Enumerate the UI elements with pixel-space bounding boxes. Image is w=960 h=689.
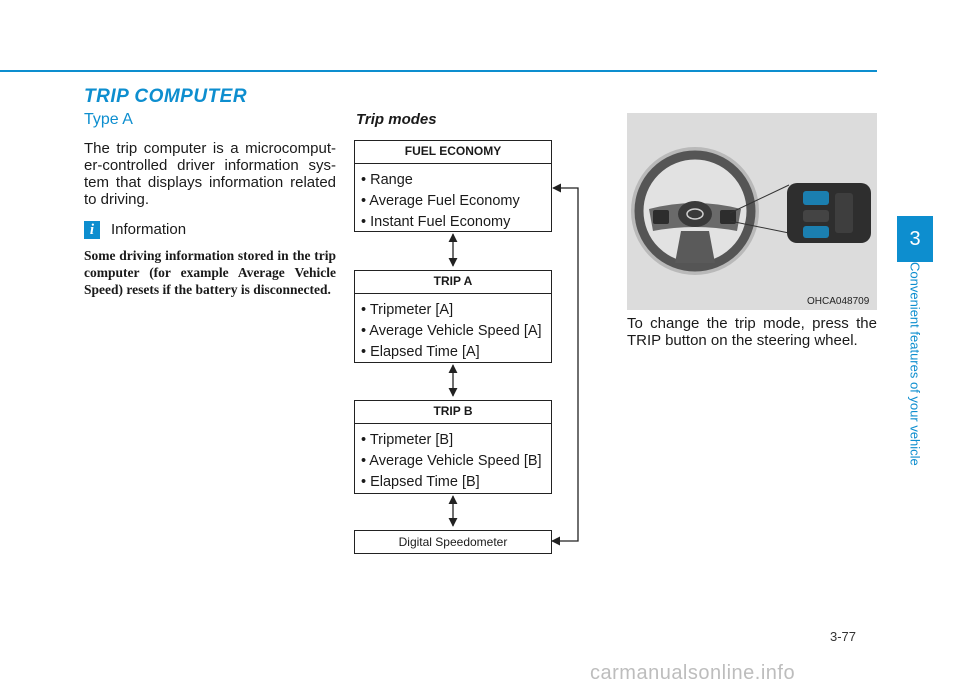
list-item: • Instant Fuel Economy <box>361 214 511 230</box>
list-item: • Elapsed Time [B] <box>361 474 480 490</box>
list-item: • Range <box>361 172 413 188</box>
trip-b-list: • Tripmeter [B] • Average Vehicle Speed … <box>355 424 551 499</box>
info-icon: i <box>84 221 100 239</box>
list-item: • Average Fuel Economy <box>361 193 520 209</box>
info-heading: Information <box>111 221 187 238</box>
header-rule <box>0 70 877 72</box>
photo-code: OHCA048709 <box>807 296 870 307</box>
list-item: • Average Vehicle Speed [A] <box>361 323 542 339</box>
watermark: carmanualsonline.info <box>590 662 796 684</box>
fuel-economy-box: FUEL ECONOMY • Range • Average Fuel Econ… <box>354 140 552 232</box>
steering-wheel-image <box>627 113 877 310</box>
fuel-economy-title: FUEL ECONOMY <box>355 141 551 164</box>
list-item: • Average Vehicle Speed [B] <box>361 453 542 469</box>
digital-speedometer-box: Digital Speedometer <box>354 530 552 554</box>
trip-b-title: TRIP B <box>355 401 551 424</box>
list-item: • Elapsed Time [A] <box>361 344 480 360</box>
list-item: • Tripmeter [A] <box>361 302 454 318</box>
chapter-title: Convenient features of your vehicle <box>906 262 924 488</box>
section-title: TRIP COMPUTER <box>84 86 248 107</box>
intro-paragraph: The trip computer is a microcomput-er-co… <box>84 140 336 208</box>
trip-a-title: TRIP A <box>355 271 551 294</box>
trip-modes-heading: Trip modes <box>356 111 437 128</box>
trip-a-list: • Tripmeter [A] • Average Vehicle Speed … <box>355 294 551 369</box>
page-number: 3-77 <box>830 629 857 644</box>
trip-caption: To change the trip mode, press the TRIP … <box>627 315 877 349</box>
fuel-economy-list: • Range • Average Fuel Economy • Instant… <box>355 164 551 239</box>
chapter-tab: 3 <box>897 216 933 262</box>
info-body: Some driving information stored in the t… <box>84 248 336 297</box>
trip-a-box: TRIP A • Tripmeter [A] • Average Vehicle… <box>354 270 552 363</box>
list-item: • Tripmeter [B] <box>361 432 454 448</box>
type-heading: Type A <box>84 111 133 128</box>
chapter-title-text: Convenient features of your vehicle <box>907 262 923 466</box>
arrow-loop-back <box>551 183 579 546</box>
